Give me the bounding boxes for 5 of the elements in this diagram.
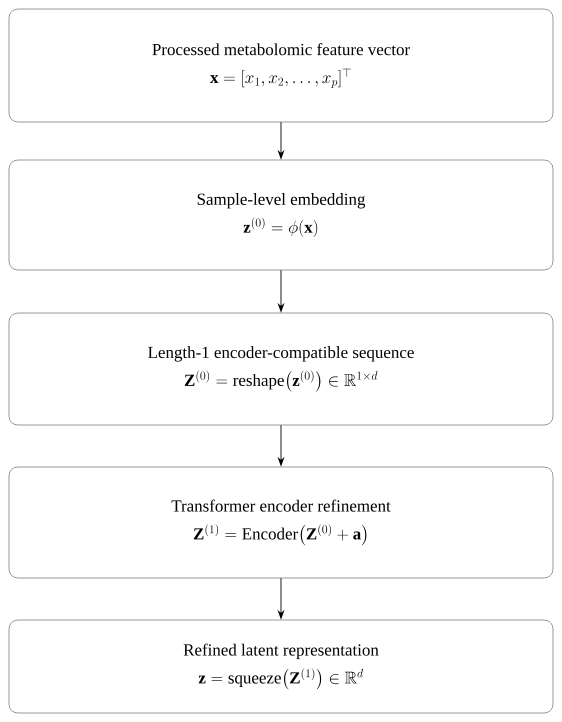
process-box: Transformer encoder refinement $\mathbf{Z}^{(1)} = \mathrm{Encoder}\bigl(\mathbf{Z}^{(0)} + \mathbf{a}\bigr)$ — [8, 466, 554, 578]
process-box: Sample-level embedding $\mathbf{z}^{(0)} = \phi(\mathbf{x})$ — [8, 160, 554, 270]
process-box: Processed metabolomic feature vector $\mathbf{x} = [x_1, x_2, \ldots, x_p]^{\top}$ — [8, 8, 554, 122]
process-box: Refined latent representation $\mathbf{z} = \mathrm{squeeze}\bigl(\mathbf{Z}^{(1)}\bigr) \in \mathbb{R}^{d}$ — [8, 620, 554, 714]
process-box: Length-1 encoder-compatible sequence $\mathbf{Z}^{(0)} = \mathrm{reshape}\bigl(\mathbf{z}^{(0)}\bigr) \in \mathbb{R}^{1\times d}$ — [8, 312, 554, 426]
